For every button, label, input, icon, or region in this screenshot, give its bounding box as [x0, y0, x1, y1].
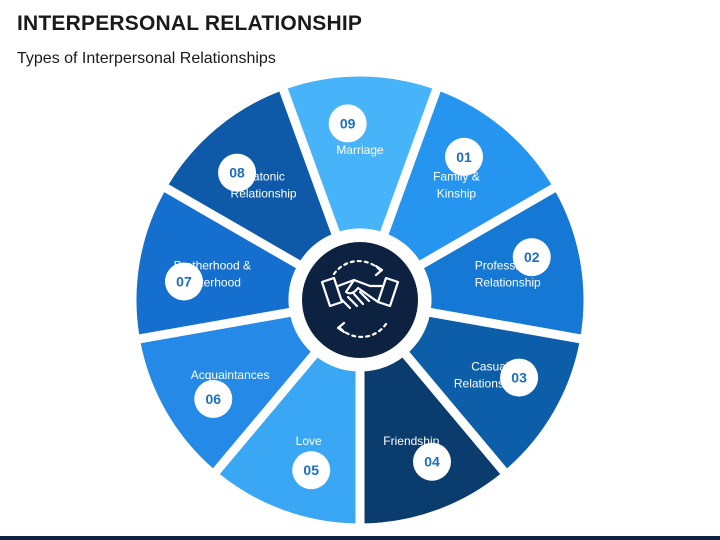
segment-shape: [361, 354, 504, 527]
segment-number: 06: [205, 391, 221, 407]
bottom-bar: [0, 536, 720, 540]
segment-shape: [284, 73, 436, 235]
number-badge: [194, 379, 233, 418]
segment-09: Marriage 09: [284, 73, 436, 235]
handshake-icon: [320, 260, 400, 338]
number-badge: [328, 104, 367, 143]
segment-label: Acquaintances: [191, 368, 270, 382]
segment-label: Love: [296, 434, 322, 448]
segment-number: 03: [511, 370, 527, 386]
segment-06: Acquaintances 06: [137, 313, 315, 472]
segment-shape: [405, 313, 583, 472]
segment-shape: [385, 88, 555, 264]
segment-number: 05: [303, 462, 319, 478]
segment-number: 08: [229, 165, 245, 181]
segment-shape: [420, 188, 587, 338]
page-title: INTERPERSONAL RELATIONSHIP: [17, 12, 363, 35]
segment-label: Kinship: [437, 187, 477, 201]
number-badge: [412, 442, 451, 481]
number-badge: [512, 238, 551, 277]
segment-number: 09: [340, 115, 356, 131]
number-badge: [218, 153, 257, 192]
segment-shape: [133, 188, 300, 338]
segment-number: 01: [456, 149, 472, 165]
segment-label: Relationship: [231, 187, 297, 201]
segment-number: 04: [424, 454, 440, 470]
segment-label: Relationship: [475, 275, 541, 289]
segment-number: 07: [176, 273, 192, 289]
segment-05: Love 05: [216, 354, 359, 527]
number-badge: [292, 451, 331, 490]
segment-label: Marriage: [336, 143, 384, 157]
number-badge: [164, 262, 203, 301]
number-badge: [445, 137, 484, 176]
number-badge: [500, 358, 539, 397]
page-subtitle: Types of Interpersonal Relationships: [17, 50, 276, 67]
segment-label: Casual: [471, 360, 508, 374]
segment-number: 02: [524, 249, 540, 265]
center-hub: [294, 234, 426, 366]
